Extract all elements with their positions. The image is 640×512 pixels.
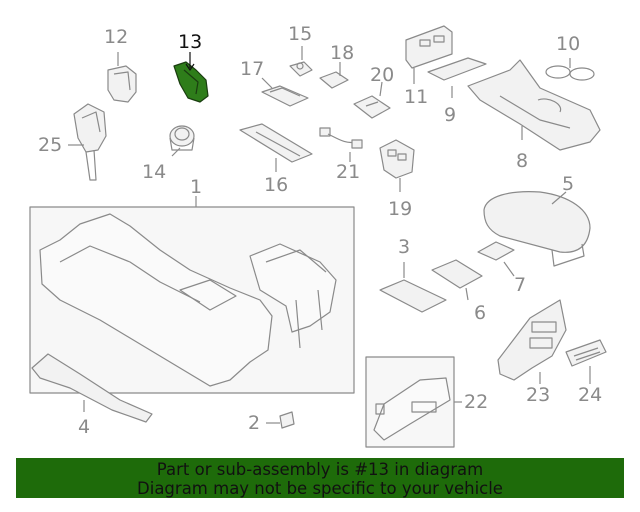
- part-23-shape: [497, 299, 567, 384]
- callout-18[interactable]: 18: [330, 42, 355, 64]
- callout-16[interactable]: 16: [264, 174, 289, 196]
- callout-7[interactable]: 7: [514, 274, 527, 296]
- callout-10[interactable]: 10: [556, 33, 581, 55]
- part-5-shape: [483, 191, 591, 267]
- part-19-shape: [379, 139, 415, 192]
- callout-24[interactable]: 24: [578, 384, 603, 406]
- callout-25[interactable]: 25: [38, 134, 63, 156]
- banner-line-2: Diagram may not be specific to your vehi…: [137, 479, 503, 498]
- callout-2[interactable]: 2: [248, 412, 261, 434]
- part-15-shape: [289, 46, 313, 77]
- callout-20[interactable]: 20: [370, 64, 395, 86]
- part-12-shape: [107, 52, 137, 103]
- part-21-shape: [319, 127, 363, 162]
- callout-19[interactable]: 19: [388, 198, 413, 220]
- callout-1[interactable]: 1: [190, 176, 203, 198]
- part-24-shape: [565, 339, 607, 384]
- banner-line-1: Part or sub-assembly is #13 in diagram: [156, 460, 484, 479]
- part-25-shape: [68, 103, 107, 181]
- callout-3[interactable]: 3: [398, 236, 411, 258]
- callout-13[interactable]: 13: [178, 31, 203, 53]
- part-3-shape: [379, 262, 447, 313]
- part-20-shape: [353, 81, 391, 119]
- part-18-shape: [319, 62, 349, 89]
- callout-12[interactable]: 12: [104, 26, 129, 48]
- callout-14[interactable]: 14: [142, 161, 167, 183]
- part-2-shape: [266, 411, 295, 429]
- part-13-shape: [173, 52, 209, 103]
- callout-4[interactable]: 4: [78, 416, 91, 438]
- part-10-shape: [545, 58, 595, 81]
- callout-11[interactable]: 11: [404, 86, 429, 108]
- part-16-shape: [239, 123, 313, 172]
- callout-6[interactable]: 6: [474, 302, 487, 324]
- part-6-shape: [431, 259, 483, 301]
- part-22-shape: [373, 377, 451, 441]
- callout-23[interactable]: 23: [526, 384, 551, 406]
- part-11-shape: [405, 25, 453, 84]
- part-1-shape: [39, 213, 337, 387]
- part-7-shape: [477, 241, 515, 277]
- callout-21[interactable]: 21: [336, 161, 361, 183]
- callout-22[interactable]: 22: [464, 391, 489, 413]
- part-17-shape: [261, 77, 309, 107]
- callout-15[interactable]: 15: [288, 23, 313, 45]
- callout-9[interactable]: 9: [444, 104, 457, 126]
- callout-8[interactable]: 8: [516, 150, 529, 172]
- part-9-shape: [427, 57, 487, 98]
- part-4-shape: [31, 353, 153, 423]
- callout-17[interactable]: 17: [240, 58, 265, 80]
- part-14-shape: [169, 125, 195, 157]
- info-banner: Part or sub-assembly is #13 in diagram D…: [16, 458, 624, 498]
- part-8-shape: [467, 59, 601, 151]
- callout-5[interactable]: 5: [562, 173, 575, 195]
